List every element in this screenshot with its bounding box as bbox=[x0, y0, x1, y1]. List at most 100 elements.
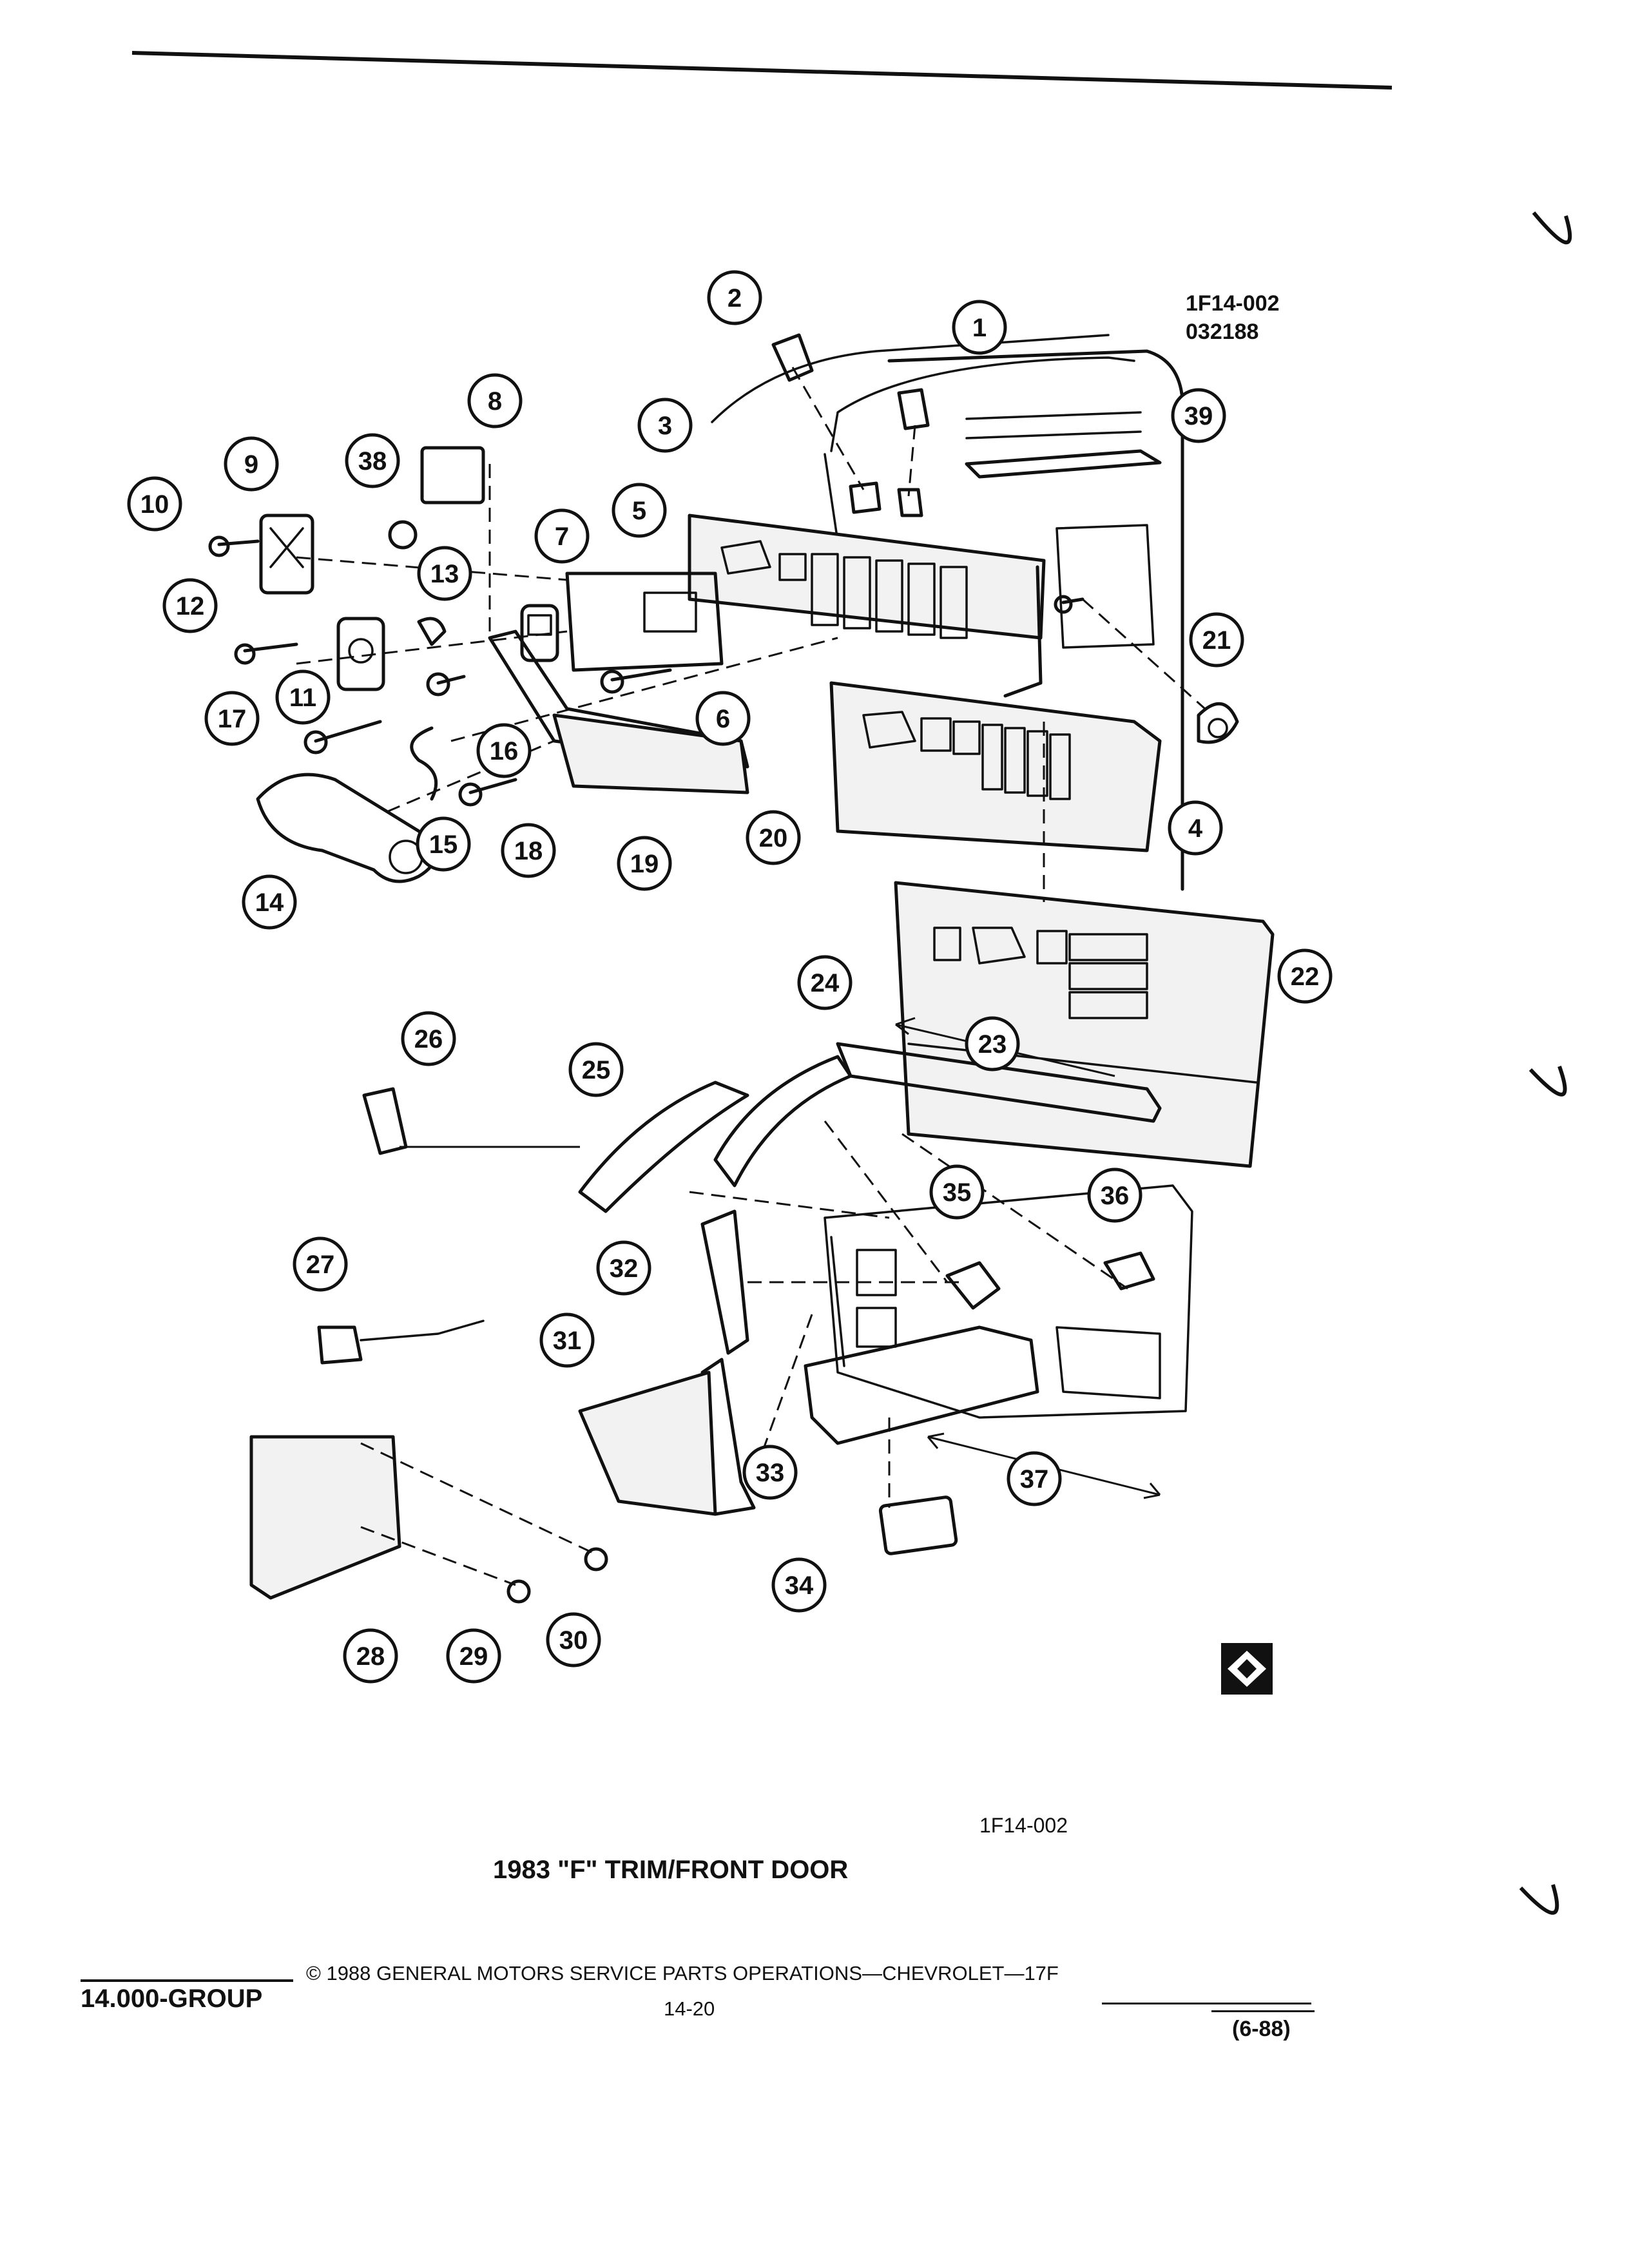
callout-label: 34 bbox=[785, 1571, 814, 1600]
diagram-title: 1983 "F" TRIM/FRONT DOOR bbox=[493, 1856, 849, 1884]
callout-label: 12 bbox=[176, 592, 205, 620]
part-2-bracket bbox=[771, 333, 882, 514]
callout-25: 25 bbox=[568, 1042, 624, 1097]
callout-33: 33 bbox=[742, 1445, 798, 1500]
callout-circle bbox=[467, 373, 523, 428]
callout-10: 10 bbox=[127, 476, 182, 532]
callout-label: 5 bbox=[632, 497, 646, 525]
part-33-sunshade bbox=[804, 1325, 1039, 1445]
callout-27: 27 bbox=[293, 1236, 348, 1292]
part-38-bumper bbox=[388, 520, 418, 550]
callout-label: 26 bbox=[414, 1025, 443, 1053]
callout-4: 4 bbox=[1168, 800, 1223, 856]
callout-label: 19 bbox=[630, 850, 659, 878]
callout-label: 6 bbox=[716, 705, 730, 733]
callout-circle bbox=[204, 691, 260, 746]
part-1-clip bbox=[897, 388, 930, 517]
part-32-pillar-trim bbox=[700, 1209, 749, 1355]
callout-circle bbox=[929, 1164, 985, 1220]
callout-17: 17 bbox=[204, 691, 260, 746]
callout-label: 4 bbox=[1188, 814, 1203, 843]
part-27-switch bbox=[317, 1325, 363, 1365]
part-3-louvers bbox=[720, 540, 968, 639]
callout-circle bbox=[1189, 612, 1244, 668]
callout-label: 16 bbox=[490, 737, 519, 765]
callout-circle bbox=[534, 508, 590, 564]
callout-label: 25 bbox=[582, 1056, 611, 1084]
callout-circle bbox=[416, 816, 471, 872]
callout-circle bbox=[707, 270, 762, 325]
callout-label: 10 bbox=[140, 490, 169, 519]
callout-label: 39 bbox=[1184, 402, 1213, 430]
callout-circle bbox=[965, 1016, 1020, 1072]
callout-13: 13 bbox=[417, 546, 472, 601]
callout-31: 31 bbox=[539, 1312, 595, 1368]
callout-9: 9 bbox=[224, 436, 279, 492]
callout-circle bbox=[293, 1236, 348, 1292]
footer-copyright: © 1988 GENERAL MOTORS SERVICE PARTS OPER… bbox=[306, 1962, 1059, 1984]
part-24-pillar-trim bbox=[713, 1055, 853, 1187]
callout-label: 18 bbox=[514, 837, 543, 865]
callout-label: 21 bbox=[1202, 626, 1231, 655]
part-34-mirror bbox=[878, 1495, 958, 1555]
margin-mark-3 bbox=[1519, 1884, 1559, 1915]
callout-label: 1 bbox=[972, 314, 987, 342]
callout-38: 38 bbox=[345, 433, 400, 488]
part-25-pillar-trim bbox=[578, 1081, 749, 1213]
callout-circle bbox=[1277, 948, 1333, 1004]
door-body-lower bbox=[824, 1184, 1193, 1419]
callout-label: 14 bbox=[255, 889, 284, 917]
callout-12: 12 bbox=[162, 578, 218, 633]
callout-6: 6 bbox=[695, 691, 751, 746]
callout-label: 13 bbox=[430, 560, 459, 588]
callout-label: 7 bbox=[555, 523, 569, 551]
callout-26: 26 bbox=[401, 1011, 456, 1066]
callout-20: 20 bbox=[746, 810, 801, 865]
callout-8: 8 bbox=[467, 373, 523, 428]
margin-mark-1 bbox=[1532, 211, 1572, 245]
callout-label: 31 bbox=[553, 1327, 582, 1355]
callout-circle bbox=[401, 1011, 456, 1066]
footer-page-number: 14-20 bbox=[664, 1997, 715, 2020]
callout-label: 32 bbox=[610, 1254, 639, 1283]
callout-23: 23 bbox=[965, 1016, 1020, 1072]
callout-16: 16 bbox=[476, 723, 532, 778]
part-8-plate bbox=[420, 446, 485, 505]
callout-circle bbox=[1007, 1451, 1062, 1506]
part-36-support bbox=[1103, 1251, 1155, 1291]
callout-37: 37 bbox=[1007, 1451, 1062, 1506]
callout-29: 29 bbox=[446, 1628, 501, 1684]
callout-label: 29 bbox=[459, 1642, 488, 1671]
part-35-support bbox=[945, 1261, 1001, 1310]
callout-1: 1 bbox=[952, 300, 1007, 355]
callout-2: 2 bbox=[707, 270, 762, 325]
callout-label: 22 bbox=[1291, 963, 1320, 991]
callout-label: 37 bbox=[1020, 1465, 1049, 1494]
callout-30: 30 bbox=[546, 1612, 601, 1667]
callout-label: 27 bbox=[306, 1251, 335, 1279]
part-29-screw bbox=[506, 1579, 531, 1604]
callout-circle bbox=[771, 1557, 827, 1613]
part-14-window-crank bbox=[256, 773, 437, 883]
callout-circle bbox=[162, 578, 218, 633]
part-26-retainer bbox=[362, 1087, 408, 1155]
part-15-spring-clip bbox=[410, 726, 438, 801]
part-5-bezel bbox=[565, 572, 724, 672]
callout-circle bbox=[345, 433, 400, 488]
part-19-armrest-pad bbox=[552, 713, 749, 794]
callout-label: 24 bbox=[811, 969, 840, 997]
part-7-switch bbox=[520, 604, 559, 662]
callout-label: 28 bbox=[356, 1642, 385, 1671]
part-31-kick-panel bbox=[578, 1370, 717, 1516]
part-39-strip bbox=[965, 449, 1162, 479]
callout-label: 36 bbox=[1101, 1182, 1130, 1210]
footer-revision: (6-88) bbox=[1232, 2017, 1291, 2041]
callout-label: 23 bbox=[978, 1030, 1007, 1059]
callout-14: 14 bbox=[242, 874, 297, 930]
callout-label: 8 bbox=[488, 387, 502, 416]
callout-circle bbox=[242, 874, 297, 930]
part-21-fastener bbox=[1197, 702, 1239, 744]
callout-label: 33 bbox=[756, 1459, 785, 1487]
callout-circle bbox=[746, 810, 801, 865]
callout-label: 35 bbox=[943, 1178, 972, 1207]
